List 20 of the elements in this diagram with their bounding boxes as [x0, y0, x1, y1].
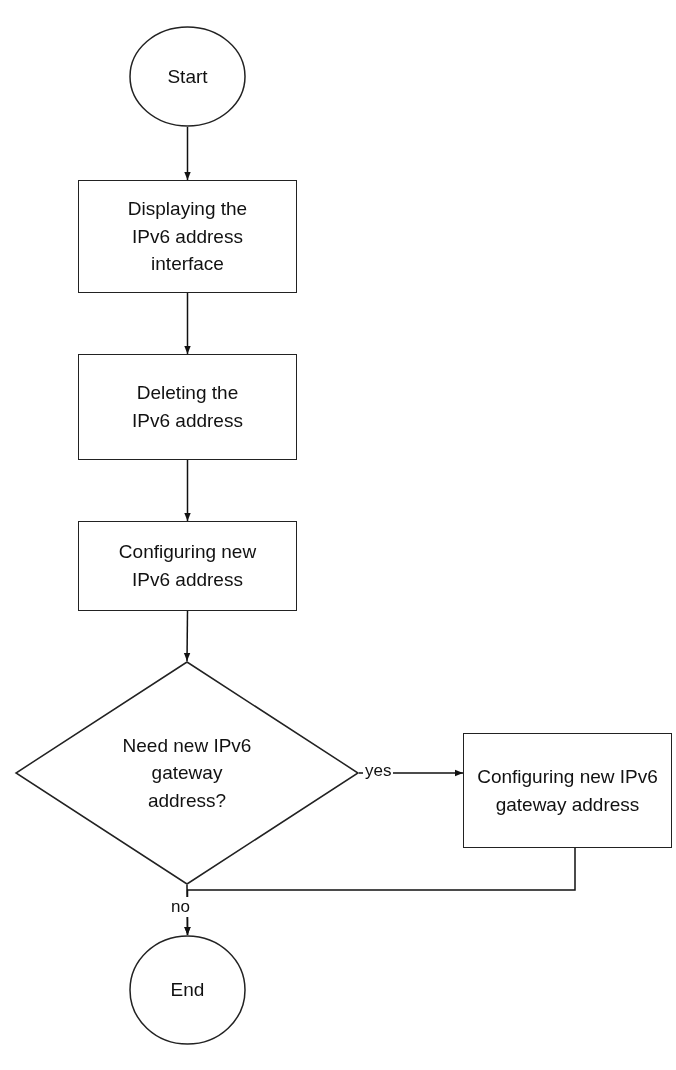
- arrow: [184, 459, 191, 522]
- node-text: Displaying the IPv6 address interface: [126, 197, 249, 277]
- arrow: [184, 292, 191, 355]
- node-text: End: [170, 978, 205, 1003]
- terminal-ellipse: [129, 26, 246, 127]
- terminal-ellipse: [129, 935, 246, 1045]
- edge-label: no: [169, 897, 192, 917]
- node-text: Deleting the IPv6 address: [131, 381, 244, 433]
- decision-diamond: [15, 661, 359, 885]
- arrow: [184, 126, 191, 181]
- process-box: [78, 354, 297, 460]
- arrow: [184, 847, 576, 936]
- node-text: Configuring new IPv6 gateway address: [476, 764, 659, 817]
- node-text: Need new IPv6 gateway address?: [121, 733, 253, 813]
- node-text: Configuring new IPv6 address: [117, 540, 258, 592]
- process-box: [78, 521, 297, 611]
- process-box: [78, 180, 297, 293]
- arrow: [183, 610, 191, 662]
- process-box: [463, 733, 672, 848]
- node-text: Start: [167, 64, 208, 89]
